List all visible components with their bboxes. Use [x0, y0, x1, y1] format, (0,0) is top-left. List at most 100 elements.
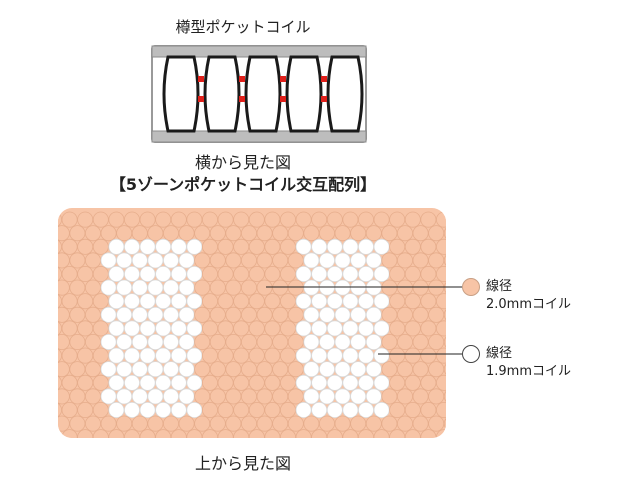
- coil-1-9mm: [295, 320, 312, 337]
- coil-1-9mm: [162, 333, 179, 350]
- coil-2-0mm: [85, 388, 102, 405]
- coil-1-9mm: [178, 388, 195, 405]
- coil-2-0mm: [194, 388, 211, 405]
- coil-2-0mm: [420, 293, 437, 310]
- coil-1-9mm: [303, 361, 320, 378]
- coil-2-0mm: [233, 265, 250, 282]
- legend-label-1-9mm-line2: 1.9mmコイル: [486, 363, 572, 379]
- coil-1-9mm: [100, 279, 117, 296]
- coil-1-9mm: [295, 238, 312, 255]
- coil-2-0mm: [85, 279, 102, 296]
- coil-2-0mm: [443, 252, 446, 269]
- coil-2-0mm: [443, 279, 446, 296]
- coil-1-9mm: [342, 320, 359, 337]
- coil-1-9mm: [373, 293, 390, 310]
- coil-1-9mm: [357, 347, 374, 364]
- coil-2-0mm: [396, 306, 413, 323]
- coil-1-9mm: [365, 252, 382, 269]
- coil-1-9mm: [108, 347, 125, 364]
- coil-2-0mm: [58, 320, 63, 337]
- coil-2-0mm: [85, 306, 102, 323]
- coil-1-9mm: [350, 279, 367, 296]
- barrel-coil: [244, 55, 282, 133]
- coil-1-9mm: [342, 401, 359, 418]
- coil-2-0mm: [287, 415, 304, 432]
- coil-1-9mm: [311, 374, 328, 391]
- coil-1-9mm: [170, 265, 187, 282]
- coil-2-0mm: [69, 252, 86, 269]
- coil-1-9mm: [139, 374, 156, 391]
- coil-1-9mm: [116, 361, 133, 378]
- coil-1-9mm: [342, 238, 359, 255]
- coil-2-0mm: [217, 211, 234, 228]
- coil-2-0mm: [279, 293, 296, 310]
- barrel-coil: [326, 55, 364, 133]
- coil-2-0mm: [162, 415, 179, 432]
- coil-2-0mm: [256, 415, 273, 432]
- coil-2-0mm: [69, 415, 86, 432]
- coil-2-0mm: [233, 293, 250, 310]
- coil-2-0mm: [85, 415, 102, 432]
- coil-1-9mm: [326, 293, 343, 310]
- coil-2-0mm: [404, 401, 421, 418]
- coil-2-0mm: [155, 211, 172, 228]
- coil-1-9mm: [139, 238, 156, 255]
- coil-1-9mm: [147, 388, 164, 405]
- coil-1-9mm: [170, 347, 187, 364]
- coil-1-9mm: [100, 388, 117, 405]
- coil-1-9mm: [131, 279, 148, 296]
- coil-2-0mm: [420, 429, 437, 438]
- coil-1-9mm: [155, 401, 172, 418]
- coil-1-9mm: [124, 401, 141, 418]
- coil-2-0mm: [443, 388, 446, 405]
- coil-1-9mm: [318, 306, 335, 323]
- coil-2-0mm: [428, 388, 445, 405]
- coil-2-0mm: [412, 388, 429, 405]
- coil-2-0mm: [334, 415, 351, 432]
- coil-2-0mm: [412, 252, 429, 269]
- coil-2-0mm: [77, 347, 94, 364]
- coil-2-0mm: [256, 306, 273, 323]
- coil-2-0mm: [272, 306, 289, 323]
- coil-2-0mm: [389, 265, 406, 282]
- coil-1-9mm: [170, 238, 187, 255]
- coil-2-0mm: [240, 252, 257, 269]
- coil-2-0mm: [240, 388, 257, 405]
- coil-2-0mm: [201, 211, 218, 228]
- coil-2-0mm: [396, 225, 413, 242]
- coil-2-0mm: [389, 374, 406, 391]
- coil-2-0mm: [61, 347, 78, 364]
- coil-2-0mm: [225, 225, 242, 242]
- coil-2-0mm: [318, 225, 335, 242]
- coil-2-0mm: [69, 306, 86, 323]
- coil-2-0mm: [428, 333, 445, 350]
- coil-1-9mm: [100, 252, 117, 269]
- coil-2-0mm: [225, 306, 242, 323]
- coil-1-9mm: [357, 293, 374, 310]
- coil-2-0mm: [287, 388, 304, 405]
- coil-2-0mm: [201, 347, 218, 364]
- coil-1-9mm: [303, 388, 320, 405]
- coil-1-9mm: [124, 238, 141, 255]
- coil-2-0mm: [217, 238, 234, 255]
- coil-2-0mm: [58, 401, 63, 418]
- coil-2-0mm: [201, 265, 218, 282]
- coil-1-9mm: [186, 374, 203, 391]
- coil-2-0mm: [92, 347, 109, 364]
- coil-2-0mm: [194, 279, 211, 296]
- coil-2-0mm: [240, 279, 257, 296]
- coil-2-0mm: [69, 361, 86, 378]
- side-view-title: 樽型ポケットコイル: [175, 18, 311, 36]
- coil-2-0mm: [58, 361, 70, 378]
- coil-1-9mm: [155, 238, 172, 255]
- coil-2-0mm: [139, 211, 156, 228]
- coil-1-9mm: [170, 401, 187, 418]
- coil-1-9mm: [147, 306, 164, 323]
- coil-2-0mm: [178, 225, 195, 242]
- coil-2-0mm: [256, 279, 273, 296]
- coil-2-0mm: [77, 374, 94, 391]
- coil-2-0mm: [170, 211, 187, 228]
- coil-2-0mm: [233, 238, 250, 255]
- coil-2-0mm: [318, 415, 335, 432]
